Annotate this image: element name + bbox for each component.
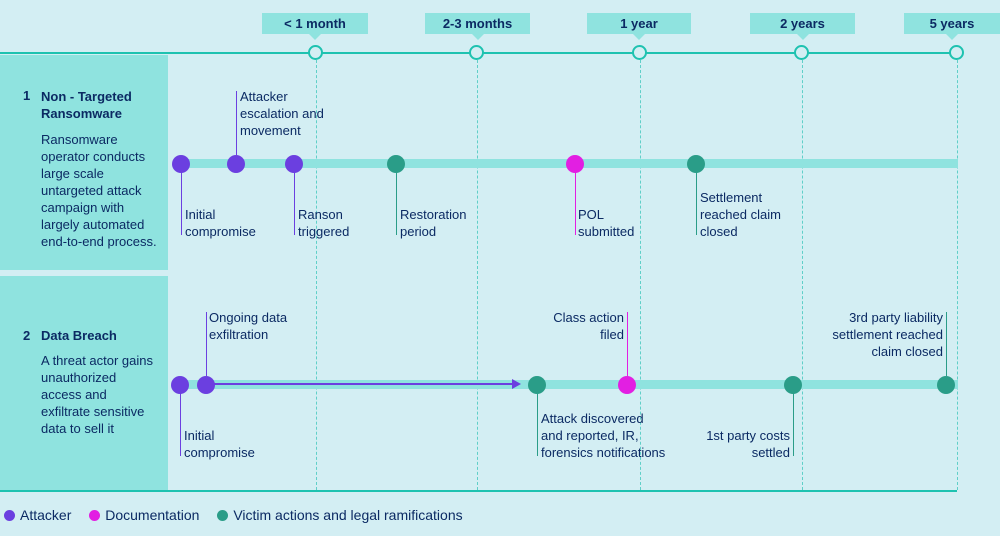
- stem: [575, 172, 576, 235]
- scenario-2-description: A threat actor gains unauthorized access…: [41, 353, 154, 436]
- event-dot-victim: [687, 155, 705, 173]
- event-dot-attacker: [171, 376, 189, 394]
- stem: [236, 91, 237, 155]
- event-label: Settlement reached claim closed: [700, 190, 781, 239]
- scenario-2-panel: 2 Data Breach A threat actor gains unaut…: [0, 276, 168, 490]
- event-label: Class action filed: [553, 310, 624, 342]
- scenario-1-title: Non - Targeted Ransomware: [41, 89, 132, 121]
- exfiltration-arrow-head: [512, 379, 521, 389]
- event-dot-documentation: [566, 155, 584, 173]
- attacker-dot-icon: [4, 510, 15, 521]
- scenario-1-panel: 1 Non - Targeted Ransomware Ransomware o…: [0, 55, 168, 270]
- row-divider: [0, 270, 1000, 276]
- timeline-label: < 1 month: [284, 16, 346, 31]
- legend-item-attacker: Attacker: [4, 507, 71, 523]
- event-label: Initial compromise: [184, 428, 255, 460]
- exfiltration-arrow-line: [208, 383, 514, 385]
- timeline-label: 2 years: [780, 16, 825, 31]
- timeline-label: 1 year: [620, 16, 658, 31]
- stem: [180, 393, 181, 456]
- timeline-label: 2-3 months: [442, 16, 513, 31]
- stem: [181, 172, 182, 235]
- bottom-divider: [0, 490, 957, 492]
- timeline-tab-1-year: 1 year: [587, 13, 691, 40]
- event-dot-victim: [528, 376, 546, 394]
- timeline-marker-2-years: [794, 45, 809, 60]
- documentation-dot-icon: [89, 510, 101, 521]
- timeline-tab-5-years: 5 years: [904, 13, 1000, 40]
- timeline-marker-5-years: [949, 45, 964, 60]
- event-dot-documentation: [618, 376, 636, 394]
- event-dot-victim: [937, 376, 955, 394]
- legend-label: Documentation: [105, 507, 200, 523]
- gridline-1-month: [316, 60, 317, 490]
- event-label: POL submitted: [578, 207, 635, 239]
- scenario-2-track: [176, 380, 958, 389]
- legend-item-victim: Victim actions and legal ramifications: [217, 507, 463, 523]
- scenario-1-number: 1: [23, 88, 31, 103]
- event-dot-attacker: [197, 376, 215, 394]
- stem: [206, 312, 207, 376]
- scenario-2-number: 2: [23, 328, 31, 343]
- legend-label: Victim actions and legal ramifications: [233, 507, 463, 523]
- stem: [294, 172, 295, 235]
- event-dot-attacker: [285, 155, 303, 173]
- event-dot-attacker: [227, 155, 245, 173]
- event-label: Ranson triggered: [298, 207, 350, 239]
- event-label: 1st party costs settled: [706, 428, 790, 460]
- event-dot-attacker: [172, 155, 190, 173]
- event-label: Attack discovered and reported, IR, fore…: [541, 411, 666, 460]
- event-dot-victim: [387, 155, 405, 173]
- legend-item-documentation: Documentation: [89, 507, 199, 523]
- scenario-2-title: Data Breach: [41, 328, 117, 343]
- legend-label: Attacker: [20, 507, 72, 523]
- scenario-1-description: Ransomware operator conducts large scale…: [41, 132, 157, 249]
- timeline-marker-2-3-months: [469, 45, 484, 60]
- stem: [396, 172, 397, 235]
- stem: [627, 312, 628, 376]
- timeline-marker-1-month: [308, 45, 323, 60]
- stem: [793, 393, 794, 456]
- timeline-marker-1-year: [632, 45, 647, 60]
- event-label: Restoration period: [400, 207, 467, 239]
- event-label: Attacker escalation and movement: [240, 89, 324, 138]
- stem: [946, 312, 947, 376]
- event-label: Ongoing data exfiltration: [209, 310, 288, 342]
- timeline-label: 5 years: [929, 16, 975, 31]
- gridline-5-years: [957, 60, 958, 490]
- event-label: Initial compromise: [185, 207, 256, 239]
- timeline-tab-2-years: 2 years: [750, 13, 855, 40]
- victim-dot-icon: [217, 510, 229, 521]
- stem: [537, 393, 538, 456]
- gridline-2-years: [802, 60, 803, 490]
- timeline-tab-2-3-months: 2-3 months: [425, 13, 530, 40]
- legend: Attacker Documentation Victim actions an…: [4, 507, 463, 523]
- event-label: 3rd party liability settlement reached c…: [832, 310, 943, 359]
- timeline-tab-1-month: < 1 month: [262, 13, 368, 40]
- gridline-1-year: [640, 60, 641, 490]
- gridline-2-3-months: [477, 60, 478, 490]
- event-dot-victim: [784, 376, 802, 394]
- stem: [696, 172, 697, 235]
